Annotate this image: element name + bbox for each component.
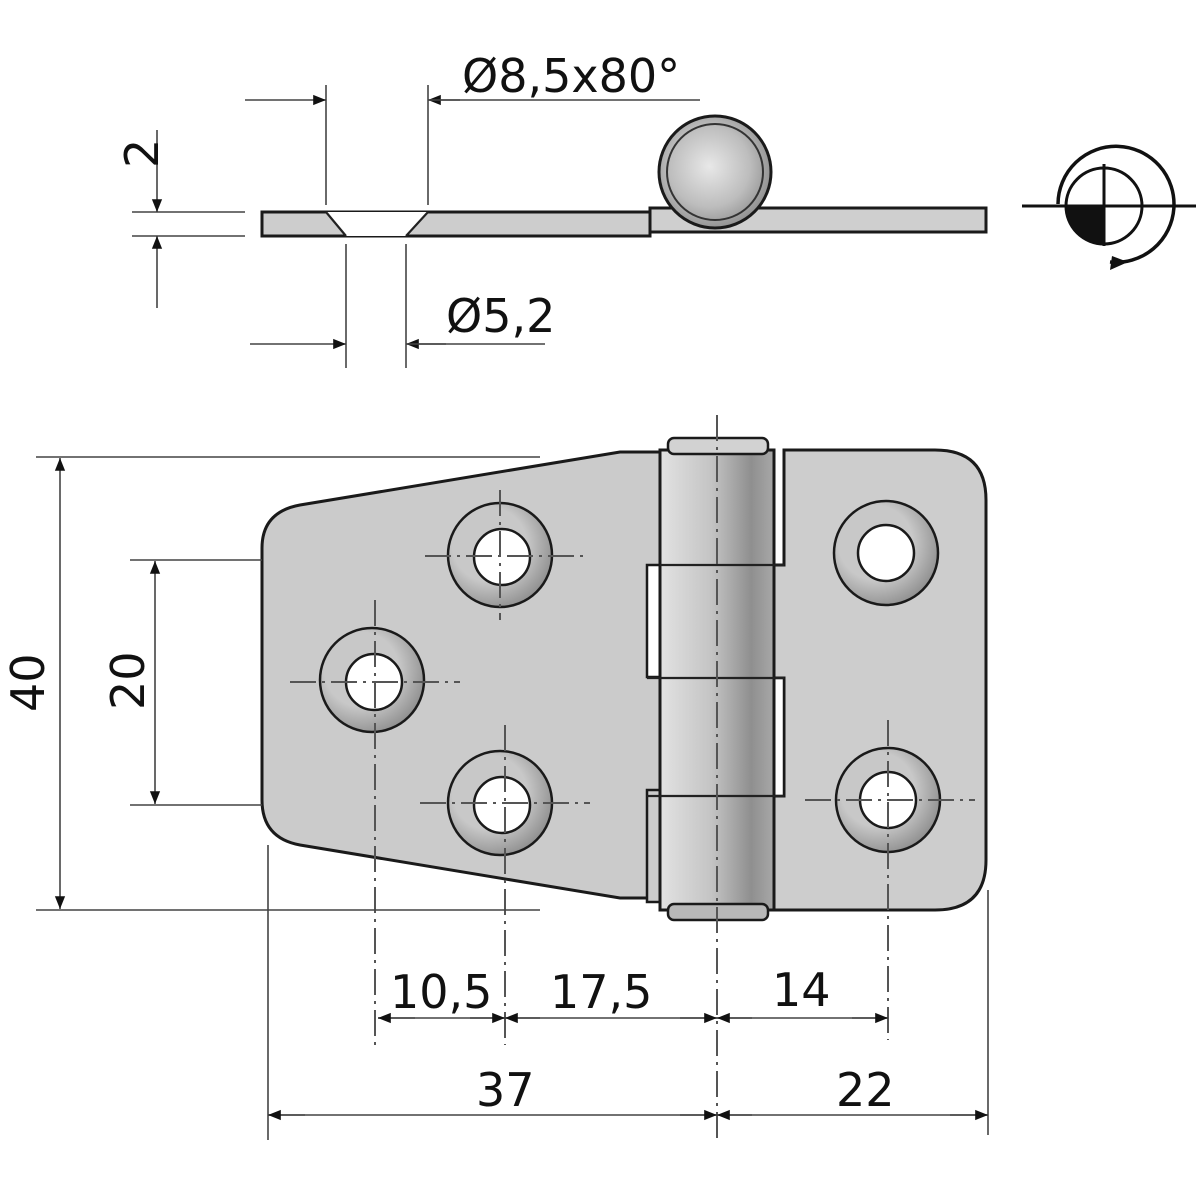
right-hole-offset-label: 14 — [772, 963, 831, 1017]
top-view: 40 20 10,5 17,5 14 37 22 — [1, 415, 989, 1140]
hole-left-bottom — [446, 749, 554, 857]
countersink-cut — [326, 212, 428, 236]
rotation-direction-symbol — [1022, 144, 1196, 270]
through-hole-dimension-label: Ø5,2 — [446, 289, 555, 343]
rotation-arrow-icon — [1056, 144, 1176, 265]
hole-offset-2-label: 17,5 — [550, 965, 652, 1019]
side-section-view: Ø8,5x80° Ø5,2 2 — [115, 49, 988, 368]
overall-height-label: 40 — [1, 653, 55, 712]
left-leaf — [260, 450, 662, 900]
hole-spacing-label: 20 — [101, 651, 155, 710]
hole-left-middle — [318, 626, 426, 734]
side-plate-left — [260, 210, 652, 238]
thickness-dimension-label: 2 — [115, 139, 169, 168]
hole-offset-1-label: 10,5 — [390, 965, 492, 1019]
hinge-pin-section — [657, 114, 773, 230]
countersink-dimension-label: Ø8,5x80° — [462, 49, 680, 103]
hole-right-top — [832, 499, 940, 607]
right-leaf-width-label: 22 — [836, 1063, 895, 1117]
left-leaf-width-label: 37 — [476, 1063, 535, 1117]
